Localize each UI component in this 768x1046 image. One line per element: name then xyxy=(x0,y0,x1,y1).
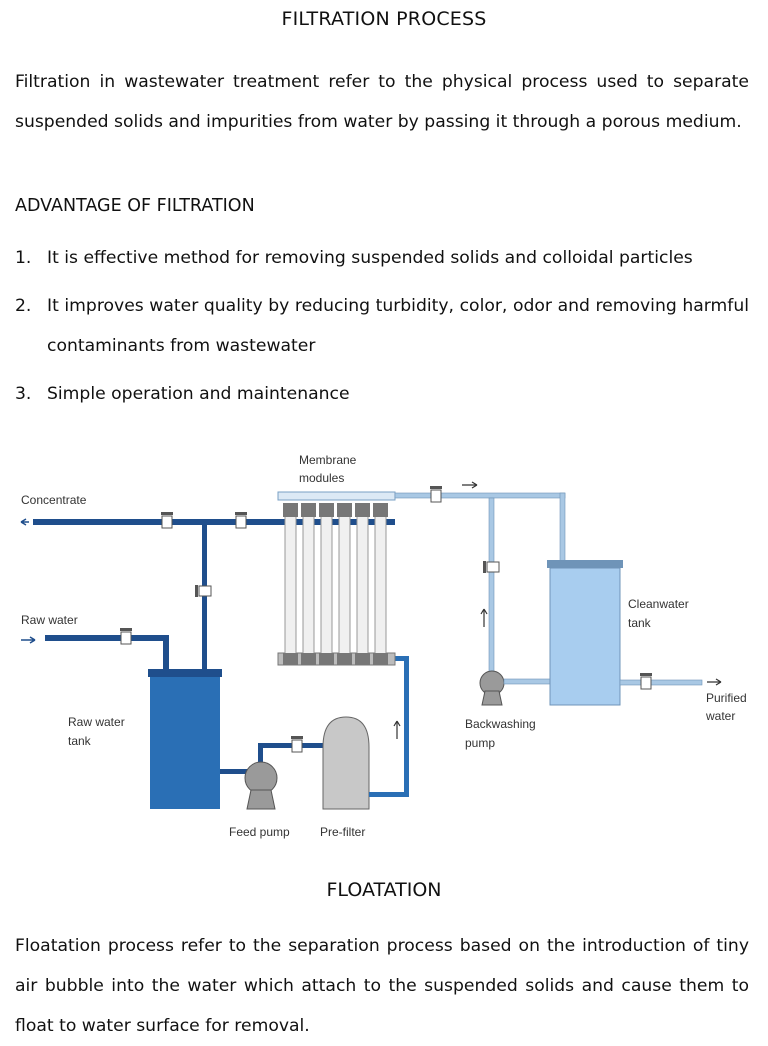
list-item: 2. It improves water quality by reducing… xyxy=(15,286,749,366)
list-number: 3. xyxy=(15,384,32,404)
label-raw-water-tank-2: tank xyxy=(68,734,92,748)
label-cleanwater: Cleanwater xyxy=(628,597,689,611)
raw-water-inlet-pipe xyxy=(21,635,169,671)
label-feed-pump: Feed pump xyxy=(229,825,290,839)
advantage-heading: ADVANTAGE OF FILTRATION xyxy=(15,196,255,216)
concentrate-pipe xyxy=(20,518,395,526)
purified-valve-icon xyxy=(640,673,652,690)
advantages-list: 1. It is effective method for removing s… xyxy=(15,238,749,422)
label-purified-water: water xyxy=(705,709,735,723)
label-backwashing-pump: pump xyxy=(465,736,495,750)
label-concentrate: Concentrate xyxy=(21,493,87,507)
concentrate-valve-2-icon xyxy=(235,512,247,529)
membrane-modules xyxy=(277,491,396,666)
list-number: 2. xyxy=(15,296,32,316)
list-text: Simple operation and maintenance xyxy=(47,384,350,404)
prefilter-outlet-pipe xyxy=(369,656,409,797)
concentrate-valve-icon xyxy=(161,512,173,529)
filtration-diagram: Membrane modules Concentrate Raw water R… xyxy=(20,453,747,839)
backwashing-pump-icon xyxy=(479,670,551,706)
list-text: It improves water quality by reducing tu… xyxy=(47,296,749,356)
label-raw-water-tank: Raw water xyxy=(68,715,125,729)
feed-pump-icon xyxy=(244,761,278,810)
label-modules: modules xyxy=(299,471,344,485)
feed-pipe xyxy=(220,743,336,774)
label-raw-water: Raw water xyxy=(21,613,78,627)
feed-valve-icon xyxy=(291,736,303,753)
document-page: FILTRATION PROCESS Filtration in wastewa… xyxy=(15,8,749,1036)
intro-paragraph: Filtration in wastewater treatment refer… xyxy=(15,72,749,132)
floatation-title: FLOATATION xyxy=(326,879,442,901)
recirculation-valve-icon xyxy=(195,585,212,597)
label-backwashing: Backwashing xyxy=(465,717,536,731)
purified-outlet-pipe xyxy=(619,678,722,686)
raw-water-valve-icon xyxy=(120,628,132,645)
raw-water-tank xyxy=(148,669,222,809)
label-purified: Purified xyxy=(706,691,747,705)
list-text: It is effective method for removing susp… xyxy=(47,248,693,268)
list-number: 1. xyxy=(15,248,32,268)
label-pre-filter: Pre-filter xyxy=(320,825,365,839)
pre-filter-icon xyxy=(322,716,370,810)
label-cleanwater-tank: tank xyxy=(628,616,652,630)
backwash-flow-arrow-icon xyxy=(480,608,488,627)
backwash-valve-icon xyxy=(483,561,500,573)
floatation-paragraph: Floatation process refer to the separati… xyxy=(15,936,749,1036)
permeate-valve-icon xyxy=(430,486,442,503)
label-membrane: Membrane xyxy=(299,453,357,467)
list-item: 1. It is effective method for removing s… xyxy=(15,238,749,278)
list-item: 3. Simple operation and maintenance xyxy=(15,374,749,414)
permeate-pipe xyxy=(394,481,566,679)
cleanwater-tank xyxy=(547,560,623,706)
page-title: FILTRATION PROCESS xyxy=(281,8,487,30)
